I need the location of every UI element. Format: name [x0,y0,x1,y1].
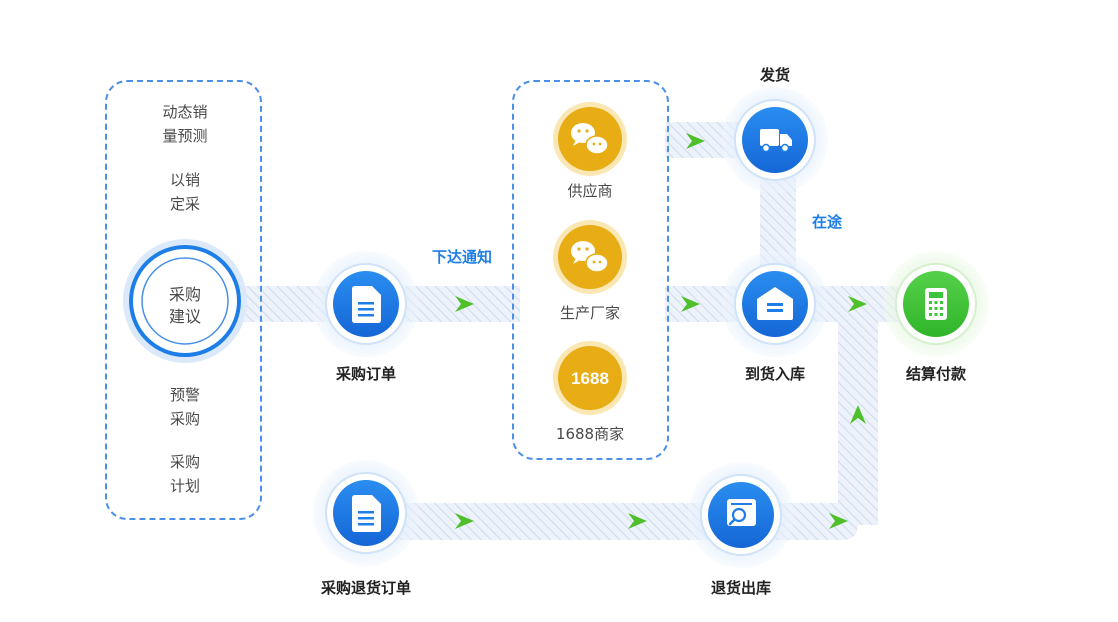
sales-based-purchase-label: 以销 定采 [169,171,200,213]
settle-label: 结算付款 [905,365,966,383]
return-order-node [313,460,419,566]
manufacturer-badge [553,220,627,294]
document-icon [352,286,381,323]
arrow-right [848,296,867,312]
return-out-node [688,462,794,568]
supplier-label: 供应商 [567,182,613,200]
source-panel [512,80,669,460]
settle-node [883,251,989,357]
alert-purchase-label: 预警 采购 [169,386,200,428]
receive-label: 到货入库 [744,365,805,383]
arrow-right [455,513,474,529]
notify-label: 下达通知 [431,248,492,266]
wechat-icon [571,123,609,155]
1688-badge-icon: 1688 [571,369,609,388]
supplier-badge [553,102,627,176]
arrow-right [686,133,705,149]
1688-merchant-label: 1688商家 [555,425,625,443]
return-order-label: 采购退货订单 [320,579,411,597]
arrow-right [628,513,647,529]
arrow-right [455,296,474,312]
truck-icon [760,129,792,153]
search-box-icon [727,499,756,526]
1688-merchant-badge: 1688 [553,341,627,415]
arrow-up [850,405,866,424]
purchase-order-node [313,251,419,357]
wechat-icon [571,241,609,273]
purchase-order-label: 采购订单 [335,365,396,383]
dynamic-forecast-label: 动态销 量预测 [162,103,208,145]
calculator-icon [925,288,947,320]
arrow-right [829,513,848,529]
flow-arrows [455,133,867,529]
ship-label: 发货 [759,66,790,84]
in-transit-label: 在途 [811,213,842,231]
return-out-label: 退货出库 [710,579,771,597]
manufacturer-label: 生产厂家 [559,304,620,322]
purchase-strategy-panel [105,80,262,520]
arrow-right [681,296,700,312]
purchase-suggestion-node [123,239,247,363]
purchase-plan-label: 采购 计划 [169,453,200,495]
purchase-suggestion-label: 采购 建议 [168,285,201,326]
ship-node [722,87,828,193]
receive-node [722,251,828,357]
warehouse-icon [757,287,793,320]
document-icon [352,495,381,532]
